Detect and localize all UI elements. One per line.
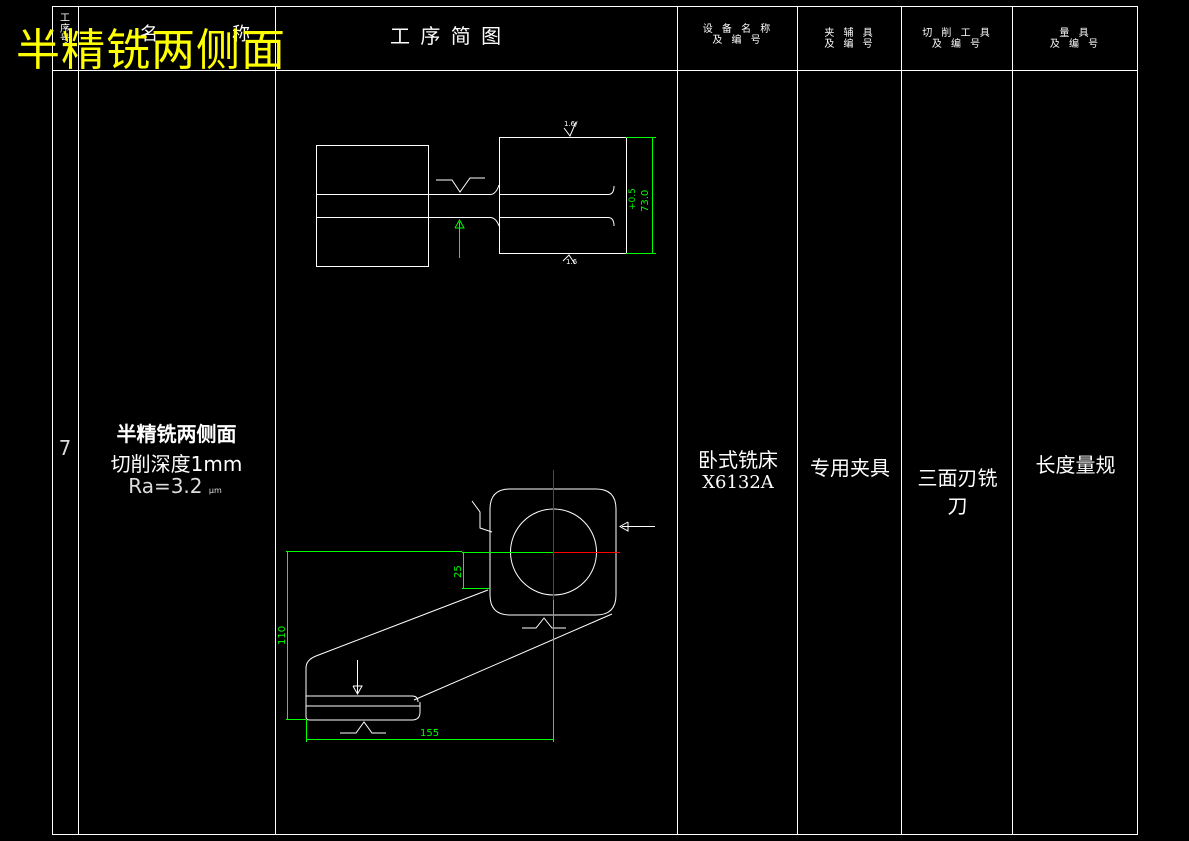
bottom-view-dimensions [286,551,554,742]
header-step-name-fragment-1: 名 [140,24,158,45]
roughness-symbol-bottom-boss [522,617,566,629]
top-view-drawing [316,121,627,267]
row-step-name-line3: Ra=3.2 μm [120,474,230,498]
roughness-symbol-base [340,721,386,734]
roughness-unit: μm [208,486,222,495]
roughness-symbol-bottom [562,254,576,265]
table-grid [52,6,1138,835]
overlay-title: 半精铣两侧面 [16,25,286,76]
row-step-name-line1: 半精铣两侧面 [116,422,237,446]
row-step-name-line2: 切削深度1mm [110,452,243,476]
header-equipment: 设 备 名 称 及 编 号 [702,24,774,46]
dim-155: 155 [420,728,440,739]
roughness-value: Ra=3.2 [128,474,203,498]
dim-width-tolerance: +0.5 [628,188,638,210]
row-equipment-line1: 卧式铣床 [698,448,778,472]
roughness-label-bottom: 1.6 [566,258,578,266]
roughness-symbol-left [471,500,493,533]
roughness-symbol [436,177,485,193]
header-cutting-tool: 切 削 工 具 及 编 号 [922,28,993,50]
roughness-label-top: 1.6/ [564,120,578,128]
header-sketch: 工 序 简 图 [390,24,504,48]
row-gauge: 长度量规 [1035,453,1116,477]
bottom-view-drawing [305,488,655,734]
header-fixture: 夹 辅 具 及 编 号 [824,28,876,50]
row-cutting-tool-line1: 三面刃铣 [917,466,998,490]
row-step-no: 7 [58,436,72,460]
header-gauge: 量 具 及 编 号 [1049,28,1102,50]
dim-25: 25 [453,565,464,578]
top-view-dimensions [454,137,656,258]
dim-110: 110 [277,625,288,645]
row-cutting-tool-line2: 刀 [947,494,968,518]
header-step-name-fragment-2: 称 [232,24,250,45]
dim-width-base: 73.0 [640,189,651,212]
row-equipment-line2: X6132A [702,472,774,493]
boss-outline [489,488,617,616]
top-view-left-block [316,145,429,267]
row-fixture: 专用夹具 [810,456,890,480]
top-view-right-block [499,137,627,254]
header-step-no: 工 序 号 [60,13,70,45]
roughness-symbol-top [563,121,577,137]
table-border [52,6,1138,835]
